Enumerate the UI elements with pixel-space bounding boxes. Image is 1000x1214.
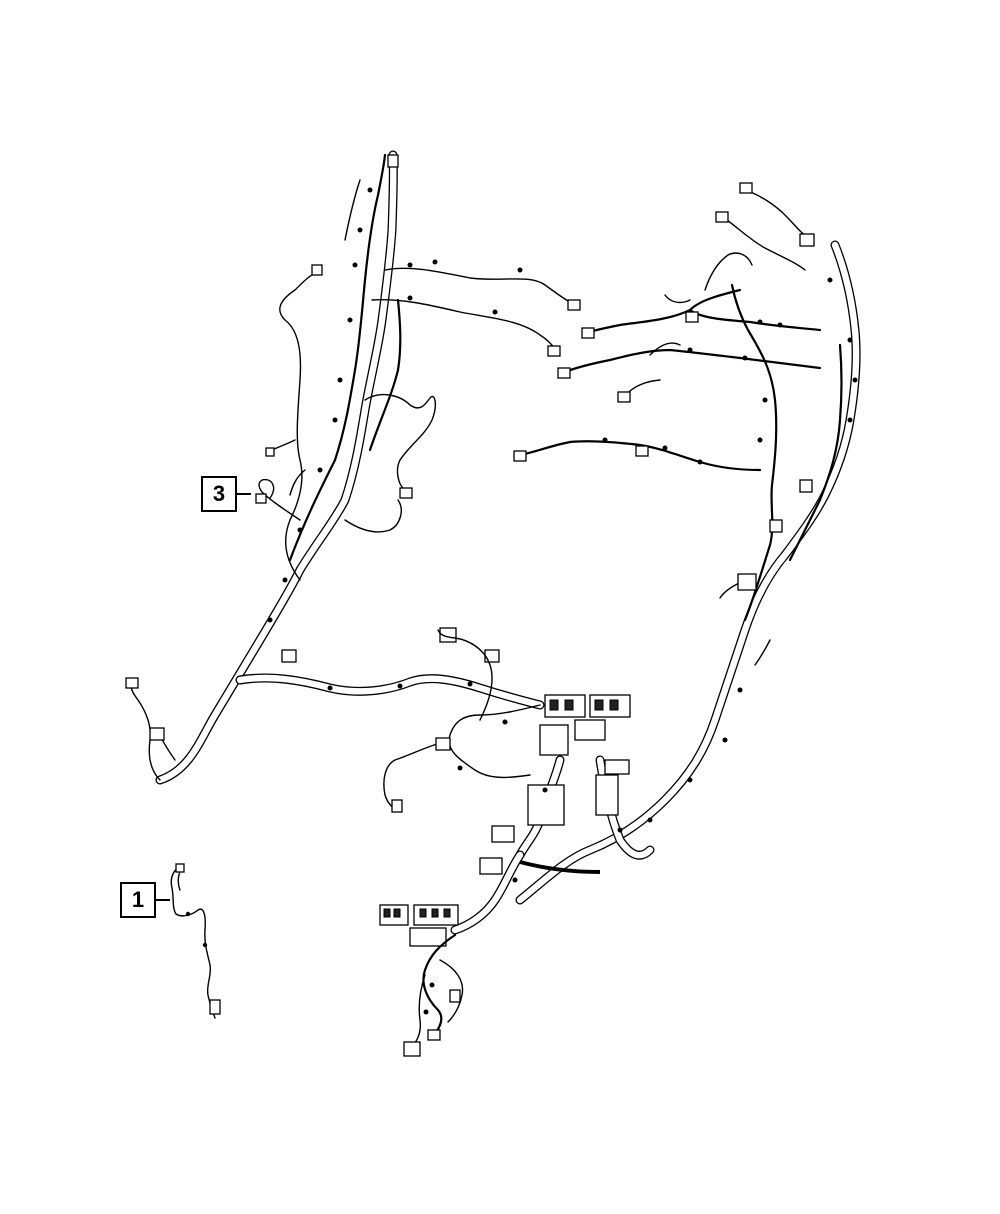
right-harness: [515, 189, 861, 905]
callout-3-label: 3: [201, 476, 237, 512]
callout-3-leader: [237, 493, 251, 495]
item-1-jumper-harness: [170, 863, 221, 1019]
callout-1-leader: [156, 899, 170, 901]
bottom-harness: [379, 904, 464, 1057]
left-harness-connectors: [125, 154, 581, 741]
right-harness-connectors: [513, 182, 858, 823]
left-harness: [130, 150, 576, 785]
callout-1-label: 1: [120, 882, 156, 918]
center-junction: [383, 629, 655, 935]
